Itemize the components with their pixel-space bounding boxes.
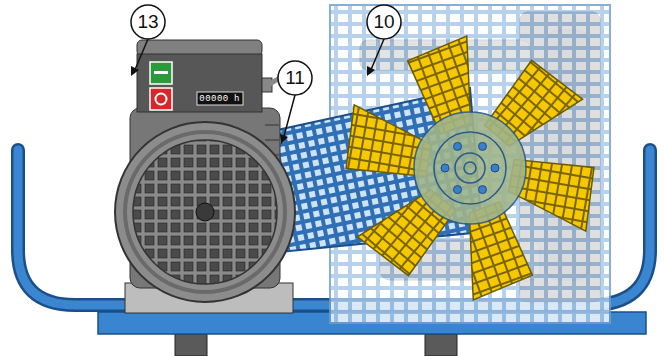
- guard-panel: [330, 5, 610, 323]
- callout-number: 13: [137, 11, 158, 33]
- foot: [425, 334, 457, 356]
- callout-number: 10: [373, 11, 394, 33]
- hour-counter-digits: 00000: [199, 94, 229, 104]
- hour-counter-unit: h: [234, 94, 240, 104]
- switch-box: [137, 40, 292, 112]
- callouts: [131, 5, 401, 144]
- foot: [175, 334, 207, 356]
- cooling-fan: [343, 36, 597, 300]
- electric-motor: [115, 108, 295, 313]
- callout-number: 11: [285, 67, 305, 89]
